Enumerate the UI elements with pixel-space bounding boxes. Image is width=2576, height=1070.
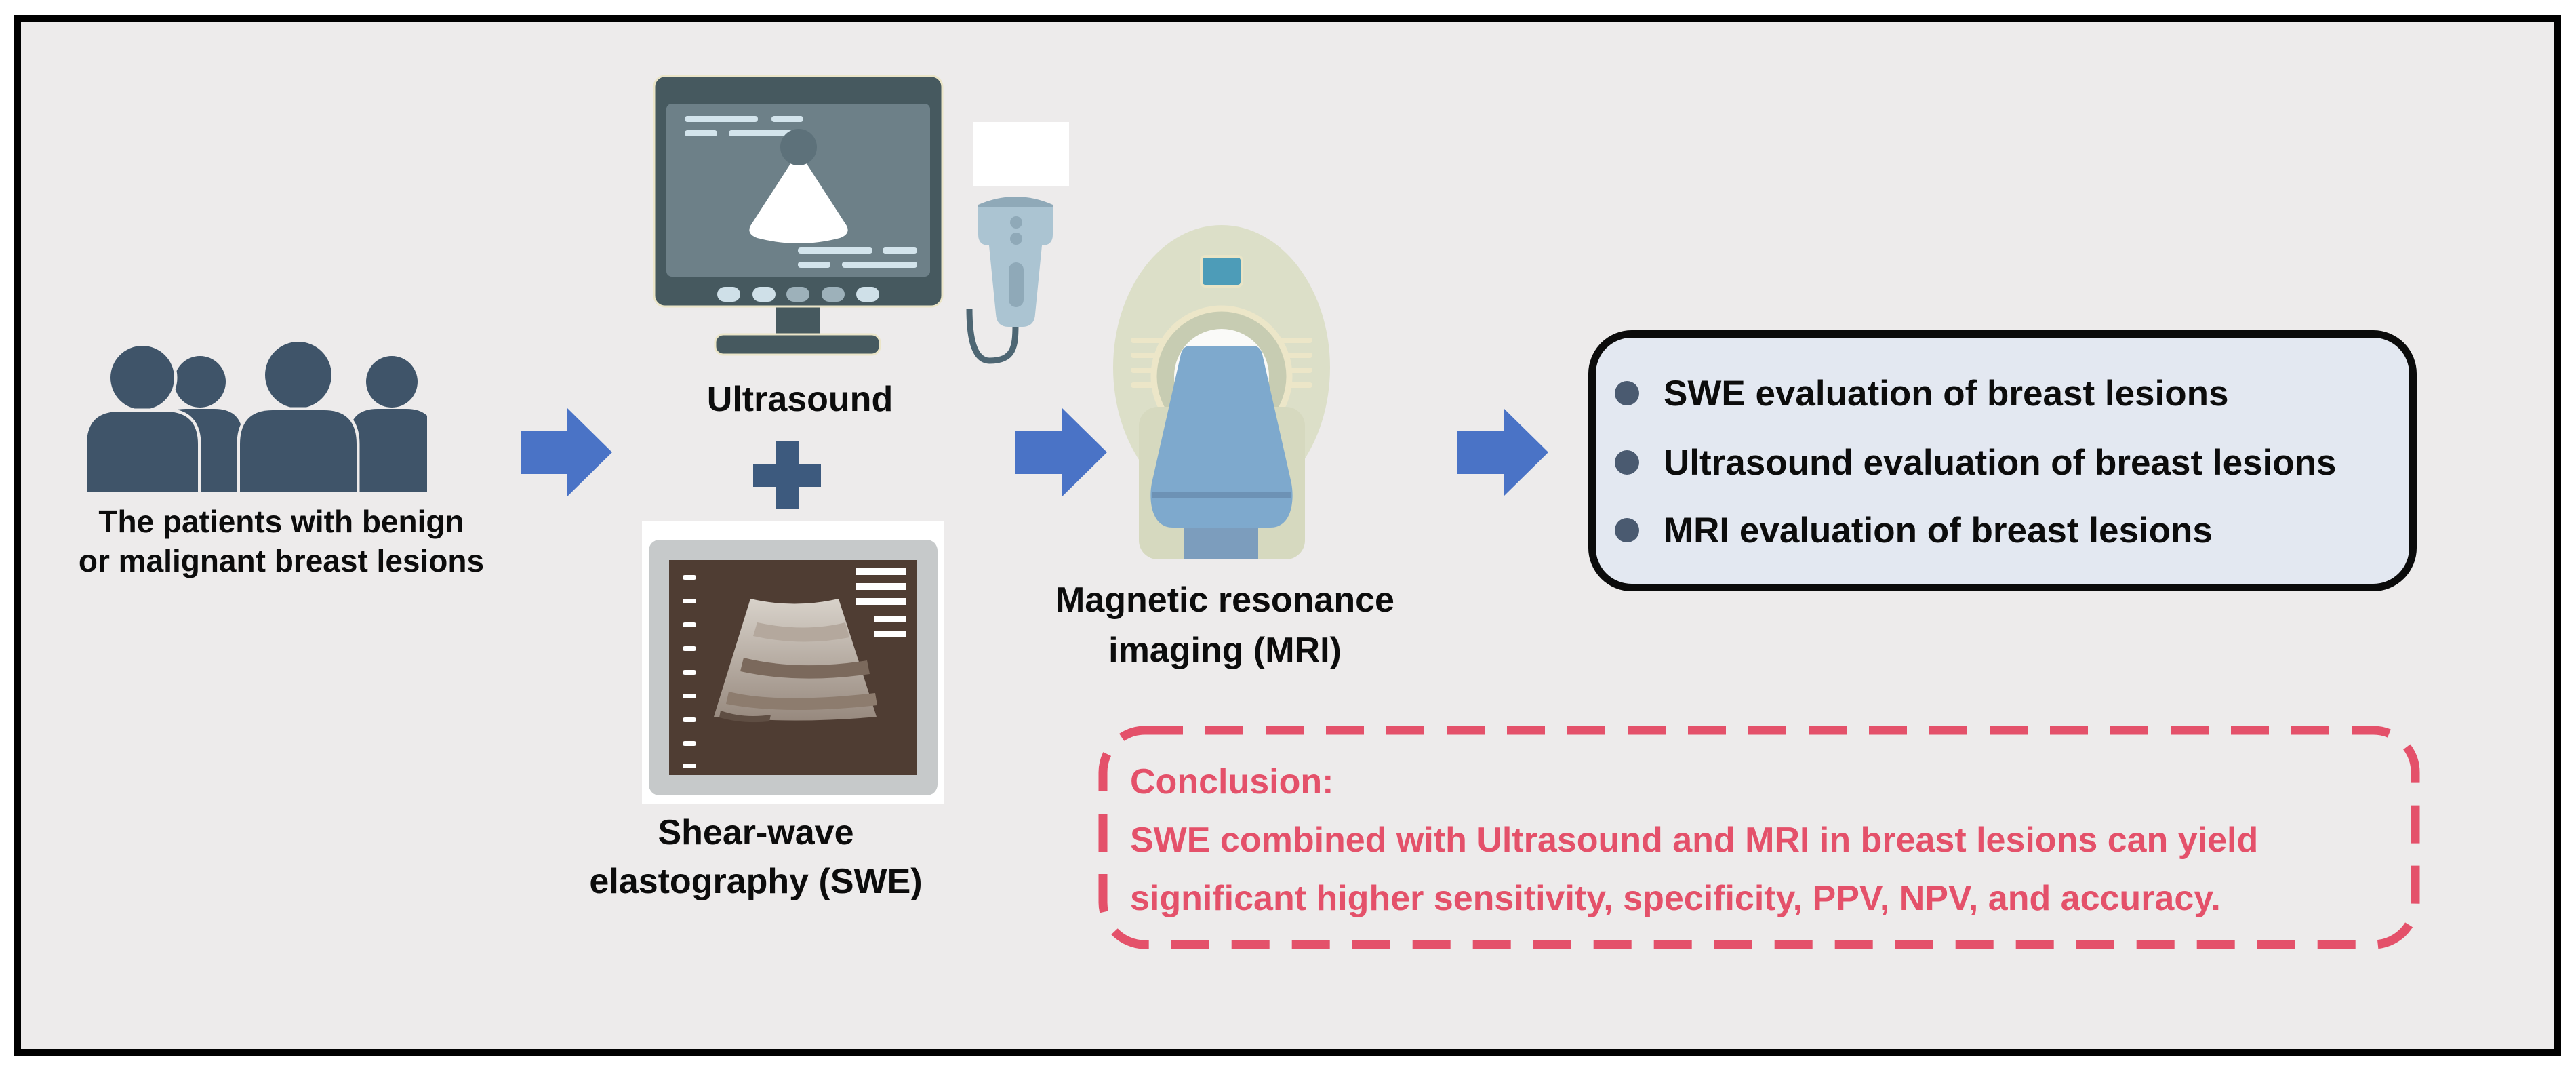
swe-caption-line1: Shear-wave <box>658 813 854 852</box>
bullet-icon <box>1615 381 1639 405</box>
bullet-icon <box>1615 518 1639 542</box>
patients-group-icon <box>75 338 435 495</box>
flow-arrow-right-icon <box>1457 408 1548 496</box>
mri-caption-line1: Magnetic resonance <box>1055 580 1394 620</box>
ultrasound-monitor-icon <box>647 71 946 356</box>
plus-icon <box>753 441 821 509</box>
outcome-item: MRI evaluation of breast lesions <box>1615 505 2213 555</box>
outcome-item-label: Ultrasound evaluation of breast lesions <box>1664 442 2337 483</box>
flow-arrow-right-icon <box>521 408 612 496</box>
mri-scanner-icon <box>1112 224 1335 563</box>
outcome-item-label: MRI evaluation of breast lesions <box>1664 510 2213 551</box>
dashed-border-icon <box>1098 726 2420 949</box>
bullet-icon <box>1615 450 1639 475</box>
ultrasound-caption: Ultrasound <box>706 380 893 419</box>
swe-caption-line2: elastography (SWE) <box>589 862 923 901</box>
conclusion-box: Conclusion: SWE combined with Ultrasound… <box>1098 726 2420 949</box>
patients-caption-line1: The patients with benign <box>98 504 464 539</box>
conclusion-line1: SWE combined with Ultrasound and MRI in … <box>1130 820 2259 860</box>
outcome-item-label: SWE evaluation of breast lesions <box>1664 373 2229 414</box>
flow-arrow-right-icon <box>1015 408 1107 496</box>
mri-caption-line2: imaging (MRI) <box>1108 631 1342 670</box>
ultrasound-probe-icon <box>949 102 1112 420</box>
swe-elastography-image-icon <box>642 521 944 804</box>
conclusion-title: Conclusion: <box>1130 762 1334 801</box>
patients-caption-line2: or malignant breast lesions <box>78 543 485 578</box>
outcomes-box: SWE evaluation of breast lesions Ultraso… <box>1588 330 2417 591</box>
outcome-item: Ultrasound evaluation of breast lesions <box>1615 437 2336 488</box>
mri-caption: Magnetic resonance imaging (MRI) <box>1055 575 1394 675</box>
swe-caption: Shear-wave elastography (SWE) <box>586 808 925 906</box>
conclusion-line2: significant higher sensitivity, specific… <box>1130 879 2221 918</box>
outcome-item: SWE evaluation of breast lesions <box>1615 368 2228 418</box>
patients-caption: The patients with benign or malignant br… <box>41 502 522 580</box>
conclusion-text: Conclusion: SWE combined with Ultrasound… <box>1130 753 2398 928</box>
